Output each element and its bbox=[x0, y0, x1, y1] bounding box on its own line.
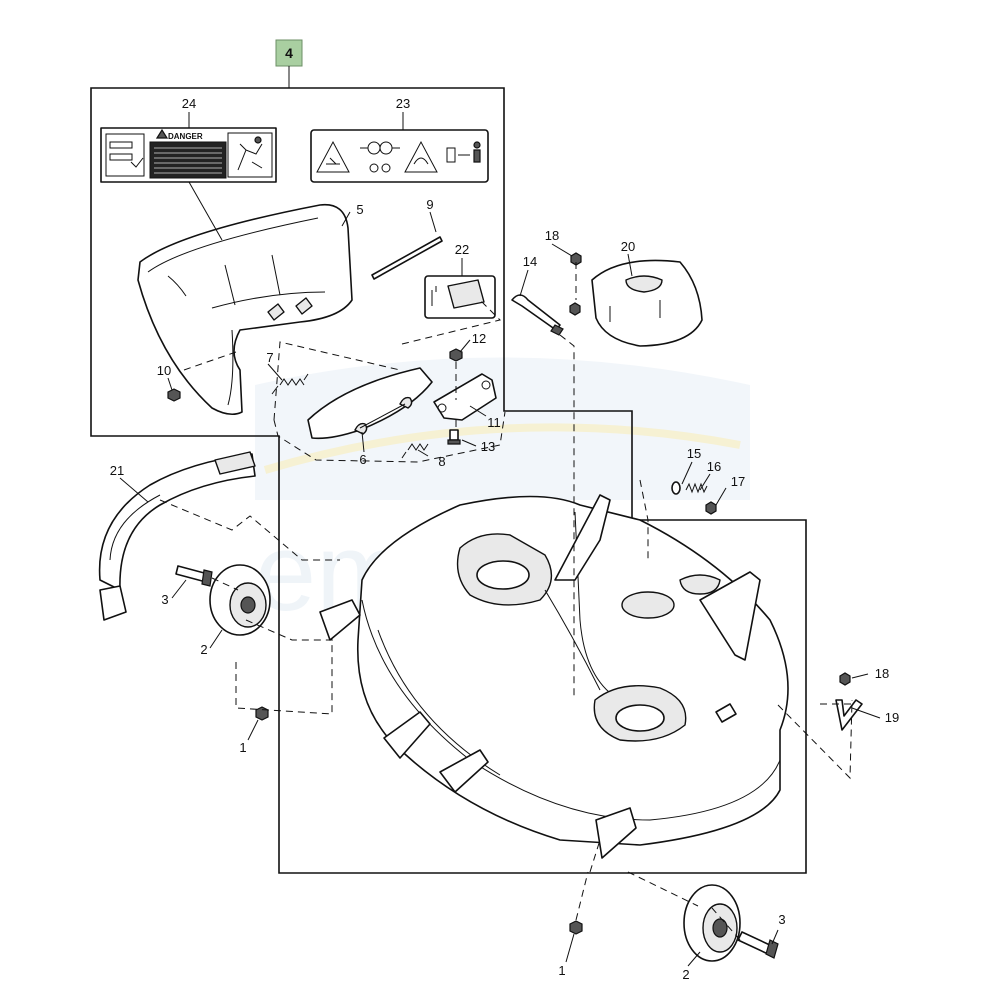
wheel-bolt-3-bottom bbox=[737, 931, 779, 959]
danger-heading: DANGER bbox=[168, 132, 203, 141]
mower-deck bbox=[319, 494, 789, 859]
assembly-label-text: 4 bbox=[285, 45, 293, 61]
callout-3-bottom: 3 bbox=[778, 912, 785, 927]
callout-11: 11 bbox=[487, 415, 501, 430]
callout-15: 15 bbox=[687, 446, 701, 461]
wheel-bolt-3-left bbox=[175, 565, 213, 587]
callout-labels: 24 23 5 9 22 7 10 12 11 13 6 8 18 14 20 … bbox=[110, 96, 899, 982]
warning-decal-23 bbox=[310, 129, 489, 183]
danger-decal-24: DANGER bbox=[100, 127, 277, 183]
assembly-label-4: 4 bbox=[275, 39, 303, 88]
callout-3-left: 3 bbox=[161, 592, 168, 607]
bracket-19 bbox=[835, 699, 863, 731]
callout-14: 14 bbox=[523, 254, 537, 269]
nut-18-side bbox=[569, 302, 581, 316]
callout-10: 10 bbox=[157, 363, 171, 378]
assembly-frame bbox=[90, 87, 807, 874]
wheel-nut-1-left bbox=[255, 706, 269, 721]
callout-18-top: 18 bbox=[545, 228, 559, 243]
spring-7 bbox=[271, 373, 309, 395]
callout-20: 20 bbox=[621, 239, 635, 254]
assembly-lines bbox=[159, 262, 853, 941]
callout-5: 5 bbox=[356, 202, 363, 217]
callout-17: 17 bbox=[731, 474, 745, 489]
callout-2-left: 2 bbox=[200, 642, 207, 657]
callout-21: 21 bbox=[110, 463, 124, 478]
callout-2-bottom: 2 bbox=[682, 967, 689, 982]
baffle-20 bbox=[591, 259, 703, 347]
nut-10 bbox=[167, 388, 181, 402]
rock-guard-21 bbox=[98, 451, 256, 621]
gauge-wheel-2-bottom bbox=[683, 884, 741, 962]
bracket-11 bbox=[433, 373, 497, 421]
pin-14 bbox=[511, 294, 564, 336]
leader-lines bbox=[119, 112, 881, 967]
callout-8: 8 bbox=[438, 454, 445, 469]
nut-12 bbox=[449, 348, 463, 362]
spring-16 bbox=[685, 482, 708, 494]
callout-16: 16 bbox=[707, 459, 721, 474]
discharge-chute-5 bbox=[137, 203, 353, 416]
callout-12: 12 bbox=[472, 331, 486, 346]
callout-7: 7 bbox=[266, 350, 273, 365]
callout-6: 6 bbox=[359, 452, 366, 467]
callout-18-right: 18 bbox=[875, 666, 889, 681]
callout-13: 13 bbox=[481, 439, 495, 454]
gauge-wheel-2-left bbox=[209, 564, 271, 636]
callout-22: 22 bbox=[455, 242, 469, 257]
bolt-18-top bbox=[570, 252, 582, 266]
nut-17 bbox=[705, 501, 717, 515]
callout-9: 9 bbox=[426, 197, 433, 212]
spring-8 bbox=[401, 443, 429, 459]
deflector-cover-6 bbox=[307, 367, 433, 440]
callout-1-bottom: 1 bbox=[558, 963, 565, 978]
bolt-13 bbox=[447, 429, 461, 445]
callout-24: 24 bbox=[182, 96, 196, 111]
nut-18-right bbox=[839, 672, 851, 686]
decal-22 bbox=[424, 275, 496, 319]
callout-23: 23 bbox=[396, 96, 410, 111]
washer-15 bbox=[671, 481, 681, 495]
pivot-rod-9 bbox=[371, 236, 443, 280]
callout-19: 19 bbox=[885, 710, 899, 725]
callout-1-left: 1 bbox=[239, 740, 246, 755]
wheel-nut-1-bottom bbox=[569, 920, 583, 935]
